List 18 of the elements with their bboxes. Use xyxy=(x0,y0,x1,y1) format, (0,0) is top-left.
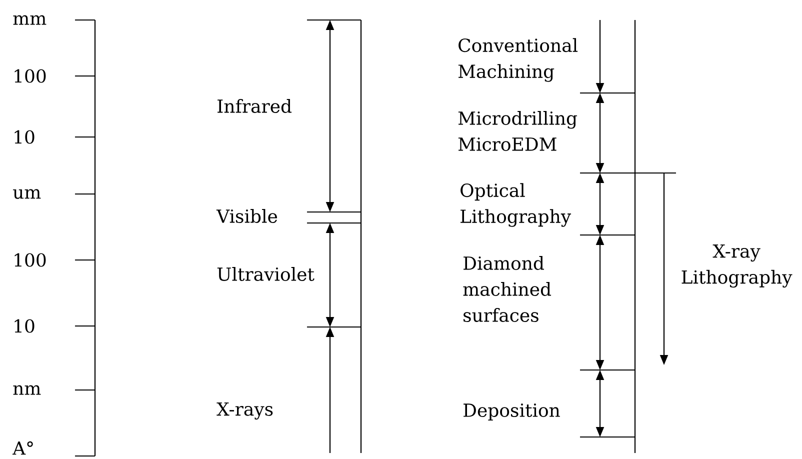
range-label: Microdrilling MicroEDM xyxy=(458,111,578,151)
scale-label: 10 xyxy=(14,130,34,144)
range-label: Diamond machined surfaces xyxy=(463,256,552,322)
range-label: Optical Lithography xyxy=(460,183,571,227)
range-label: Visible xyxy=(216,209,278,223)
scale-label: um xyxy=(13,189,41,199)
scale-label: nm xyxy=(13,385,41,395)
scale-label: mm xyxy=(13,15,46,25)
range-label: X-ray Lithography xyxy=(682,244,792,288)
range-label: Infrared xyxy=(218,99,292,113)
scale-label: 10 xyxy=(14,319,34,333)
range-label: Conventional Machining xyxy=(458,38,578,82)
scale-label: A° xyxy=(12,441,33,455)
scale-label: 100 xyxy=(14,253,46,267)
range-label: X-rays xyxy=(216,402,273,420)
range-label: Ultraviolet xyxy=(217,267,314,281)
range-label: Deposition xyxy=(464,404,560,420)
scale-label: 100 xyxy=(14,69,46,83)
